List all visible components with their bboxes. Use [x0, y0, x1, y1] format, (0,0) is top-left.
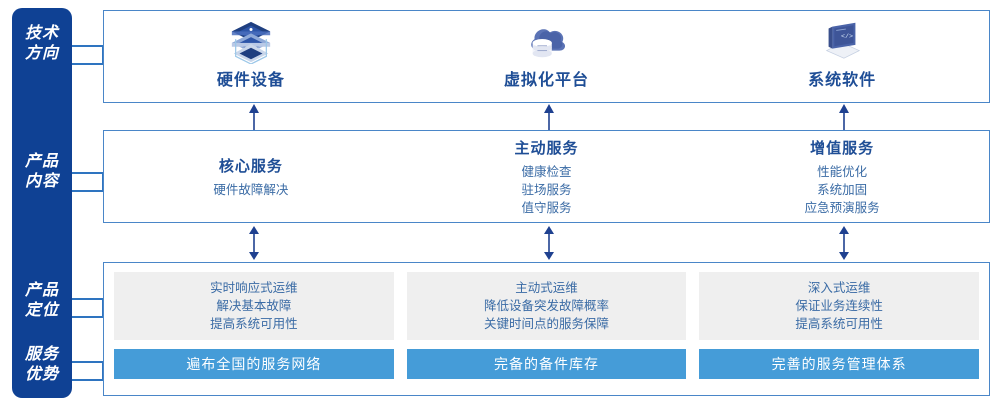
content-column-core-service[interactable]: 核心服务 硬件故障解决 [103, 130, 399, 223]
advantage-bar-spare-parts[interactable]: 完备的备件库存 [406, 349, 687, 379]
rail-label-product-content-line1: 产品 [24, 153, 59, 170]
arrow-bidirectional-value-added [839, 226, 849, 260]
category-rail [12, 8, 72, 398]
tech-item-system-software[interactable]: </> 系统软件 [694, 10, 990, 103]
tech-item-system-software-title: 系统软件 [808, 72, 877, 89]
product-content-columns: 核心服务 硬件故障解决 主动服务 健康检查 驻场服务 值守服务 增值服务 性能优… [103, 130, 990, 223]
rail-label-product-position-line2: 定位 [24, 302, 59, 319]
content-column-value-added-service[interactable]: 增值服务 性能优化 系统加固 应急预演服务 [694, 130, 990, 223]
content-line: 硬件故障解决 [213, 182, 289, 197]
content-column-proactive-service[interactable]: 主动服务 健康检查 驻场服务 值守服务 [399, 130, 695, 223]
cloud-database-icon [530, 29, 565, 58]
tech-direction-columns: 硬件设备 虚拟化平台 </> [103, 10, 990, 103]
rail-label-tech-direction: 技术 方向 [12, 24, 72, 64]
bottom-columns: 实时响应式运维 解决基本故障 提高系统可用性 遍布全国的服务网络 主动式运维 降… [103, 262, 990, 396]
position-line: 深入式运维 [807, 281, 871, 295]
connector-stub-content-top [72, 172, 103, 174]
connector-stub-tech-bottom [72, 63, 103, 65]
arrow-bidirectional-core [249, 226, 259, 260]
position-line: 主动式运维 [515, 281, 578, 295]
rail-label-product-position-line1: 产品 [24, 282, 59, 299]
rail-label-tech-direction-line1: 技术 [24, 25, 59, 42]
tech-item-hardware[interactable]: 硬件设备 [103, 10, 399, 103]
svg-text:</>: </> [841, 33, 853, 41]
position-line: 提高系统可用性 [795, 317, 883, 331]
tech-item-virtualization-title: 虚拟化平台 [504, 72, 590, 89]
rail-label-product-position: 产品 定位 [12, 281, 72, 321]
rail-label-service-advantage-line1: 服务 [24, 346, 59, 363]
rail-label-product-content-line2: 内容 [24, 173, 59, 190]
connector-stub-advantage-top [72, 361, 103, 363]
connector-stub-position-bottom [72, 316, 103, 318]
connector-stub-tech-top [72, 45, 103, 47]
rail-label-service-advantage-line2: 优势 [24, 366, 59, 383]
position-box-indepth[interactable]: 深入式运维 保证业务连续性 提高系统可用性 [699, 272, 980, 340]
rail-label-product-content: 产品 内容 [12, 152, 72, 192]
position-box-proactive[interactable]: 主动式运维 降低设备突发故障概率 关键时间点的服务保障 [406, 272, 687, 340]
content-column-proactive-service-heading: 主动服务 [514, 139, 579, 157]
tech-item-hardware-title: 硬件设备 [216, 72, 285, 89]
bottom-column-realtime: 实时响应式运维 解决基本故障 提高系统可用性 遍布全国的服务网络 [114, 272, 394, 386]
position-box-realtime[interactable]: 实时响应式运维 解决基本故障 提高系统可用性 [114, 272, 394, 340]
arrow-up-hardware [249, 104, 259, 130]
content-line: 值守服务 [521, 200, 572, 215]
advantage-bar-service-network[interactable]: 遍布全国的服务网络 [114, 349, 394, 379]
position-line: 降低设备突发故障概率 [484, 299, 610, 313]
content-line: 应急预演服务 [804, 200, 880, 215]
arrow-up-virtualization [544, 104, 554, 130]
arrow-up-system-software [839, 104, 849, 130]
bottom-column-proactive: 主动式运维 降低设备突发故障概率 关键时间点的服务保障 完备的备件库存 [406, 272, 687, 386]
connector-stub-advantage-bottom [72, 379, 103, 381]
connector-stub-position-top [72, 298, 103, 300]
position-line: 保证业务连续性 [795, 299, 883, 313]
rail-label-tech-direction-line2: 方向 [24, 45, 59, 62]
content-line: 系统加固 [817, 182, 868, 197]
content-line: 健康检查 [521, 164, 572, 179]
tech-item-virtualization[interactable]: 虚拟化平台 [399, 10, 695, 103]
server-stack-icon [231, 21, 270, 64]
laptop-code-icon: </> [825, 22, 861, 59]
product-content-panel [103, 130, 990, 223]
connector-stub-content-bottom [72, 190, 103, 192]
content-column-value-added-service-heading: 增值服务 [810, 139, 875, 157]
content-column-core-service-heading: 核心服务 [218, 157, 283, 175]
bottom-column-indepth: 深入式运维 保证业务连续性 提高系统可用性 完善的服务管理体系 [699, 272, 980, 386]
position-line: 提高系统可用性 [210, 317, 298, 331]
position-line: 实时响应式运维 [210, 281, 298, 295]
content-line: 性能优化 [817, 164, 868, 179]
position-line: 关键时间点的服务保障 [484, 317, 610, 331]
arrow-bidirectional-proactive [544, 226, 554, 260]
advantage-bar-management-system[interactable]: 完善的服务管理体系 [699, 349, 980, 379]
position-line: 解决基本故障 [216, 299, 292, 313]
content-line: 驻场服务 [521, 182, 572, 197]
rail-label-service-advantage: 服务 优势 [12, 345, 72, 385]
